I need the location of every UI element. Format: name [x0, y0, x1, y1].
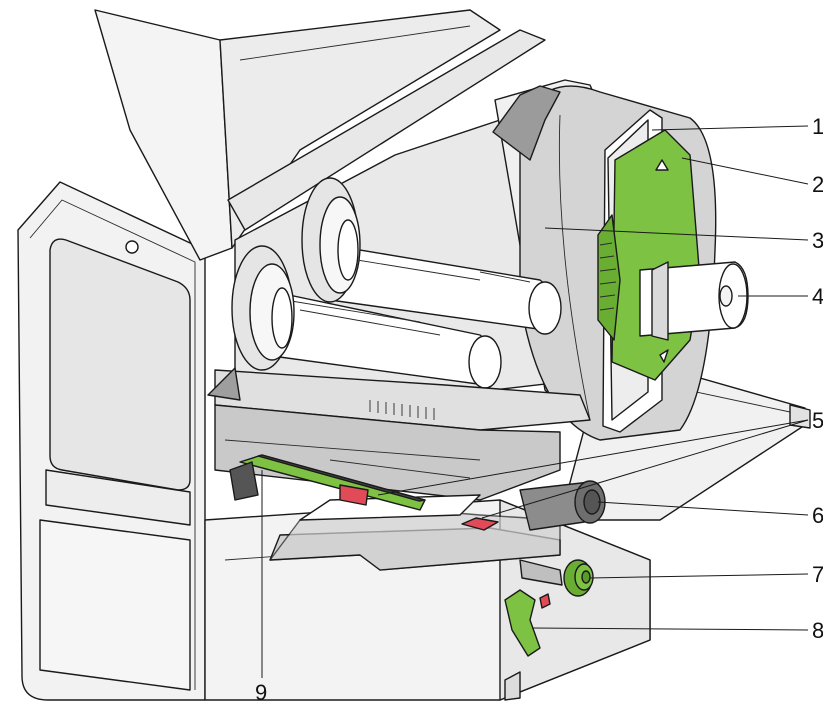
callout-leaders: [261, 125, 809, 678]
display-window: [49, 238, 191, 491]
callout-6: 6: [812, 503, 823, 528]
callout-5: 5: [812, 408, 823, 433]
callout-3: 3: [812, 228, 823, 253]
lever: [504, 589, 551, 657]
callout-1: 1: [812, 114, 823, 139]
deflection-roller: [519, 480, 606, 531]
callout-9: 9: [255, 680, 267, 705]
triangle-mark-icon: [655, 159, 669, 171]
callout-4: 4: [812, 284, 823, 309]
callout-labels: 1 2 3 4 5 6 7 8 9: [255, 114, 823, 705]
label-sensor-slider: [229, 454, 426, 511]
guide-marker: [461, 517, 499, 531]
printhead-assembly: [207, 367, 591, 501]
roll-holder: [639, 261, 749, 341]
callout-8: 8: [812, 618, 823, 643]
callout-2: 2: [812, 172, 823, 197]
callout-7: 7: [812, 562, 823, 587]
top-cover: [94, 9, 233, 261]
ribbon-spindles: [231, 177, 562, 389]
rear-flange: [492, 85, 561, 161]
indicator-led: [125, 240, 139, 254]
